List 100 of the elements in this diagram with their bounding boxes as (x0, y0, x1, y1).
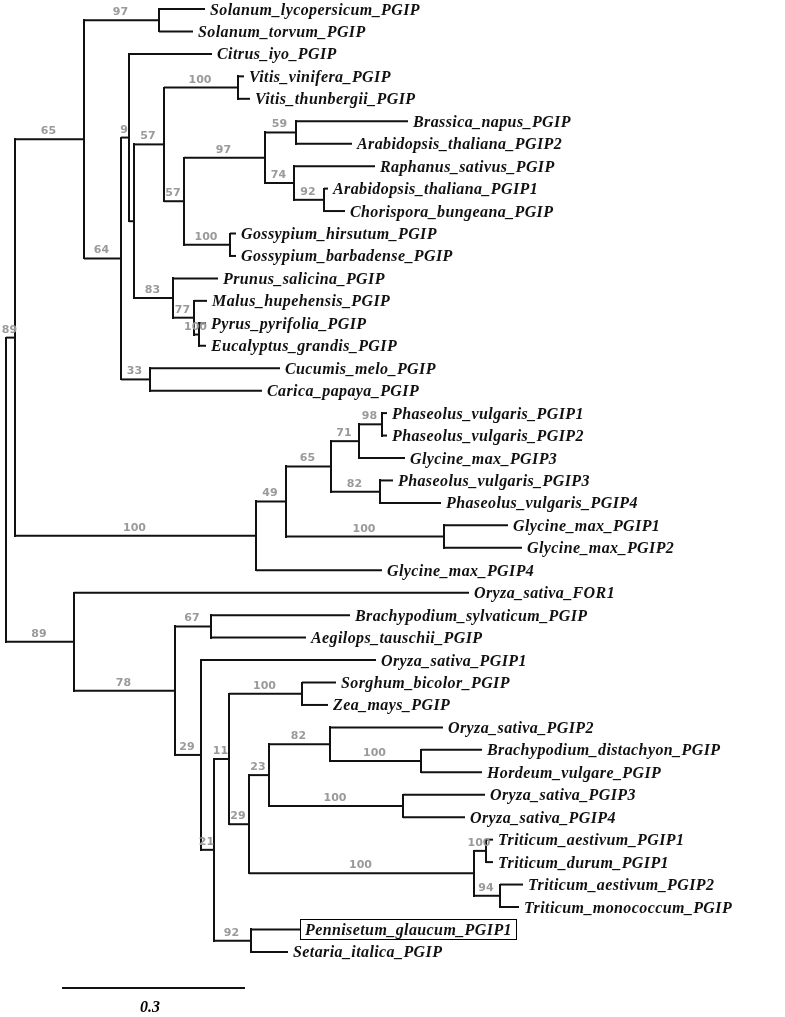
clade-junction-line (255, 500, 257, 572)
branch-line (379, 501, 442, 504)
bootstrap-value: 65 (299, 452, 316, 465)
clade-junction-line (295, 120, 297, 145)
clade-junction-line (379, 479, 381, 504)
taxon-label: Solanum_torvum_PGIP (193, 21, 366, 41)
branch-line (420, 748, 483, 751)
bootstrap-value: 97 (215, 143, 232, 156)
clade-junction-line (229, 232, 231, 257)
clade-junction-line (402, 793, 404, 819)
branch-line (200, 848, 214, 851)
scale-value: 0.3 (140, 998, 160, 1016)
clade-junction-line (213, 757, 215, 942)
bootstrap-value: 33 (126, 365, 143, 378)
bootstrap-value: 78 (115, 676, 132, 689)
taxon-label: Setaria_italica_PGIP (288, 942, 443, 962)
taxon-label: Phaseolus_vulgaris_PGIP4 (441, 493, 638, 513)
branch-line (420, 771, 483, 774)
clade-junction-line (248, 774, 250, 875)
branch-line (499, 883, 524, 886)
branch-line (128, 52, 213, 55)
taxon-label: Oryza_sativa_PGIP1 (376, 650, 527, 670)
clade-junction-line (200, 659, 202, 851)
taxon-label: Pyrus_pyrifolia_PGIP (206, 313, 367, 333)
branch-line (402, 793, 486, 796)
bootstrap-value: 71 (336, 427, 352, 440)
branch-line (255, 569, 383, 572)
taxon-label: Oryza_sativa_PGIP4 (465, 807, 616, 827)
bootstrap-value: 29 (179, 740, 195, 753)
clade-junction-line (499, 883, 501, 908)
branch-line (293, 165, 376, 168)
bootstrap-value: 92 (300, 185, 316, 198)
clade-junction-line (183, 156, 185, 246)
bootstrap-value: 100 (123, 521, 146, 534)
branch-line (250, 950, 289, 953)
clade-junction-line (5, 336, 7, 643)
clade-junction-line (358, 423, 360, 459)
branch-line (183, 156, 265, 159)
branch-line (301, 703, 329, 706)
taxon-label: Triticum_aestivum_PGIP2 (523, 875, 715, 895)
branch-line (158, 30, 194, 33)
bootstrap-value: 59 (271, 118, 288, 131)
bootstrap-value: 94 (478, 881, 494, 894)
taxon-label: Hordeum_vulgare_PGIP (482, 762, 662, 782)
highlighted-taxon-label: Pennisetum_glaucum_PGIP1 (300, 918, 517, 940)
branch-line (402, 816, 466, 819)
clade-junction-line (285, 465, 287, 538)
branch-line (330, 440, 359, 443)
clade-junction-line (172, 277, 174, 319)
branch-line (285, 535, 444, 538)
clade-junction-line (83, 19, 85, 260)
clade-junction-line (301, 681, 303, 706)
bootstrap-value: 57 (165, 187, 181, 200)
taxon-label: Solanum_lycopersicum_PGIP (205, 0, 420, 19)
clade-junction-line (133, 143, 135, 300)
branch-line (163, 86, 238, 89)
branch-line (329, 726, 444, 729)
branch-line (248, 774, 269, 777)
branch-line (174, 753, 201, 756)
branch-line (200, 659, 377, 662)
branch-line (499, 906, 520, 908)
clade-junction-line (163, 86, 165, 203)
taxon-label: Triticum_aestivum_PGIP1 (493, 830, 685, 850)
branch-line (83, 19, 159, 22)
branch-line (5, 640, 74, 643)
bootstrap-value: 49 (262, 487, 278, 500)
clade-junction-line (443, 524, 445, 549)
branch-line (295, 120, 409, 123)
bootstrap-value: 82 (290, 730, 307, 743)
branch-line (301, 681, 337, 684)
taxon-label: Phaseolus_vulgaris_PGIP1 (387, 403, 584, 423)
taxon-label: Aegilops_tauschii_PGIP (306, 628, 483, 648)
taxon-label: Citrus_iyo_PGIP (212, 44, 337, 64)
branch-line (172, 316, 194, 319)
branch-line (149, 389, 263, 392)
taxon-label: Vitis_vinifera_PGIP (244, 66, 391, 86)
bootstrap-value: 64 (93, 244, 110, 257)
taxon-label: Arabidopsis_thaliana_PGIP1 (328, 179, 539, 199)
taxon-label: Phaseolus_vulgaris_PGIP3 (393, 470, 590, 490)
taxon-label: Oryza_sativa_PGIP2 (443, 717, 594, 737)
clade-junction-line (149, 367, 151, 392)
branch-line (443, 524, 509, 527)
branch-line (120, 378, 150, 381)
branch-line (473, 849, 486, 852)
clade-junction-line (264, 131, 266, 184)
clade-junction-line (329, 726, 331, 763)
taxon-label: Vitis_thunbergii_PGIP (250, 89, 416, 109)
bootstrap-value: 100 (188, 73, 212, 86)
branch-line (158, 8, 206, 10)
taxon-label: Gossypium_hirsutum_PGIP (236, 224, 437, 243)
branch-line (193, 299, 208, 302)
branch-line (379, 479, 394, 482)
taxon-label: Phaseolus_vulgaris_PGIP2 (387, 426, 584, 446)
bootstrap-value: 100 (352, 522, 376, 535)
bootstrap-value: 100 (363, 747, 386, 760)
branch-line (285, 465, 331, 468)
branch-line (133, 297, 173, 300)
bootstrap-value: 23 (250, 761, 266, 774)
branch-line (183, 243, 230, 246)
branch-line (473, 894, 500, 897)
